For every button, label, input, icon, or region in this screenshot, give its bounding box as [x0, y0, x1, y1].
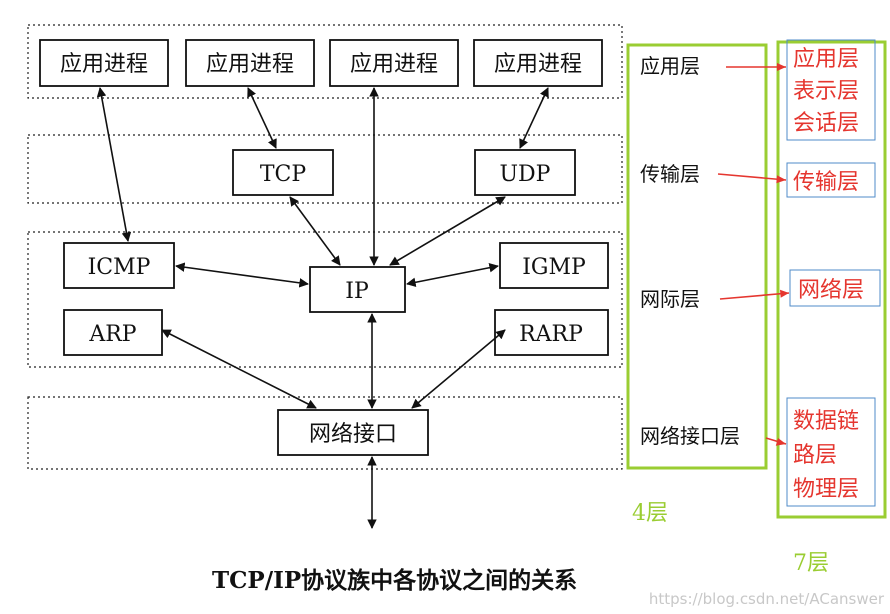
ip-box: IP	[309, 266, 406, 313]
rarp-label: RARP	[519, 322, 583, 347]
map-arrow-internet	[719, 292, 790, 300]
band-application	[27, 24, 623, 99]
arp-box: ARP	[63, 309, 163, 356]
map-arrow-transport	[717, 173, 787, 181]
arrow-arp-netif	[161, 329, 317, 409]
osi-session: 会话层	[793, 111, 859, 136]
band-transport	[27, 134, 623, 204]
tcp-box: TCP	[232, 149, 334, 196]
layer4-netif: 网络接口层	[640, 424, 740, 448]
layer4-transport: 传输层	[640, 162, 700, 186]
layer4-application: 应用层	[640, 54, 700, 78]
layer4-internet: 网际层	[640, 287, 700, 311]
osi-network: 网络层	[798, 278, 864, 303]
igmp-label: IGMP	[522, 255, 586, 280]
arrow-udp-ip	[389, 196, 506, 266]
osi-group-network	[789, 269, 881, 307]
osi-datalink-2: 路层	[793, 443, 837, 468]
udp-box: UDP	[474, 149, 576, 196]
osi-group-transport	[786, 162, 876, 198]
app-process-3: 应用进程	[329, 39, 459, 87]
app-process-2: 应用进程	[185, 39, 315, 87]
band-netif	[27, 396, 623, 470]
arp-label: ARP	[88, 322, 136, 347]
osi-physical: 物理层	[793, 477, 859, 502]
netif-label: 网络接口	[309, 422, 397, 447]
app-process-label: 应用进程	[494, 52, 582, 77]
icmp-label: ICMP	[88, 255, 151, 280]
app-process-label: 应用进程	[206, 52, 294, 77]
rarp-box: RARP	[494, 309, 609, 356]
ip-label: IP	[345, 279, 369, 304]
app-process-label: 应用进程	[350, 52, 438, 77]
app-process-label: 应用进程	[60, 52, 148, 77]
arrow-app2-tcp	[247, 87, 277, 149]
arrow-igmp-ip	[406, 262, 499, 288]
osi-application: 应用层	[793, 47, 859, 72]
watermark: https://blog.csdn.net/ACanswer	[649, 590, 885, 608]
seven-layer-frame	[776, 40, 887, 519]
seven-layer-label: 7层	[793, 551, 829, 576]
four-layer-frame	[626, 43, 768, 470]
udp-label: UDP	[500, 162, 551, 187]
arrow-icmp-ip	[175, 262, 309, 288]
tcp-label: TCP	[260, 162, 307, 187]
arrow-app1-icmp	[96, 87, 132, 242]
netif-box: 网络接口	[277, 409, 429, 456]
arrow-app4-udp	[519, 87, 549, 149]
osi-transport: 传输层	[793, 170, 859, 195]
osi-datalink-1: 数据链	[793, 409, 859, 434]
figure-caption: TCP/IP协议族中各协议之间的关系	[212, 567, 577, 594]
arrow-rarp-netif	[411, 329, 506, 409]
icmp-box: ICMP	[63, 242, 175, 289]
arrow-tcp-ip	[289, 196, 341, 266]
igmp-box: IGMP	[499, 242, 609, 289]
osi-presentation: 表示层	[793, 79, 859, 104]
four-layer-label: 4层	[632, 501, 668, 526]
app-process-4: 应用进程	[473, 39, 603, 87]
osi-group-lower	[786, 397, 876, 507]
osi-group-upper	[786, 39, 876, 141]
app-process-1: 应用进程	[39, 39, 169, 87]
